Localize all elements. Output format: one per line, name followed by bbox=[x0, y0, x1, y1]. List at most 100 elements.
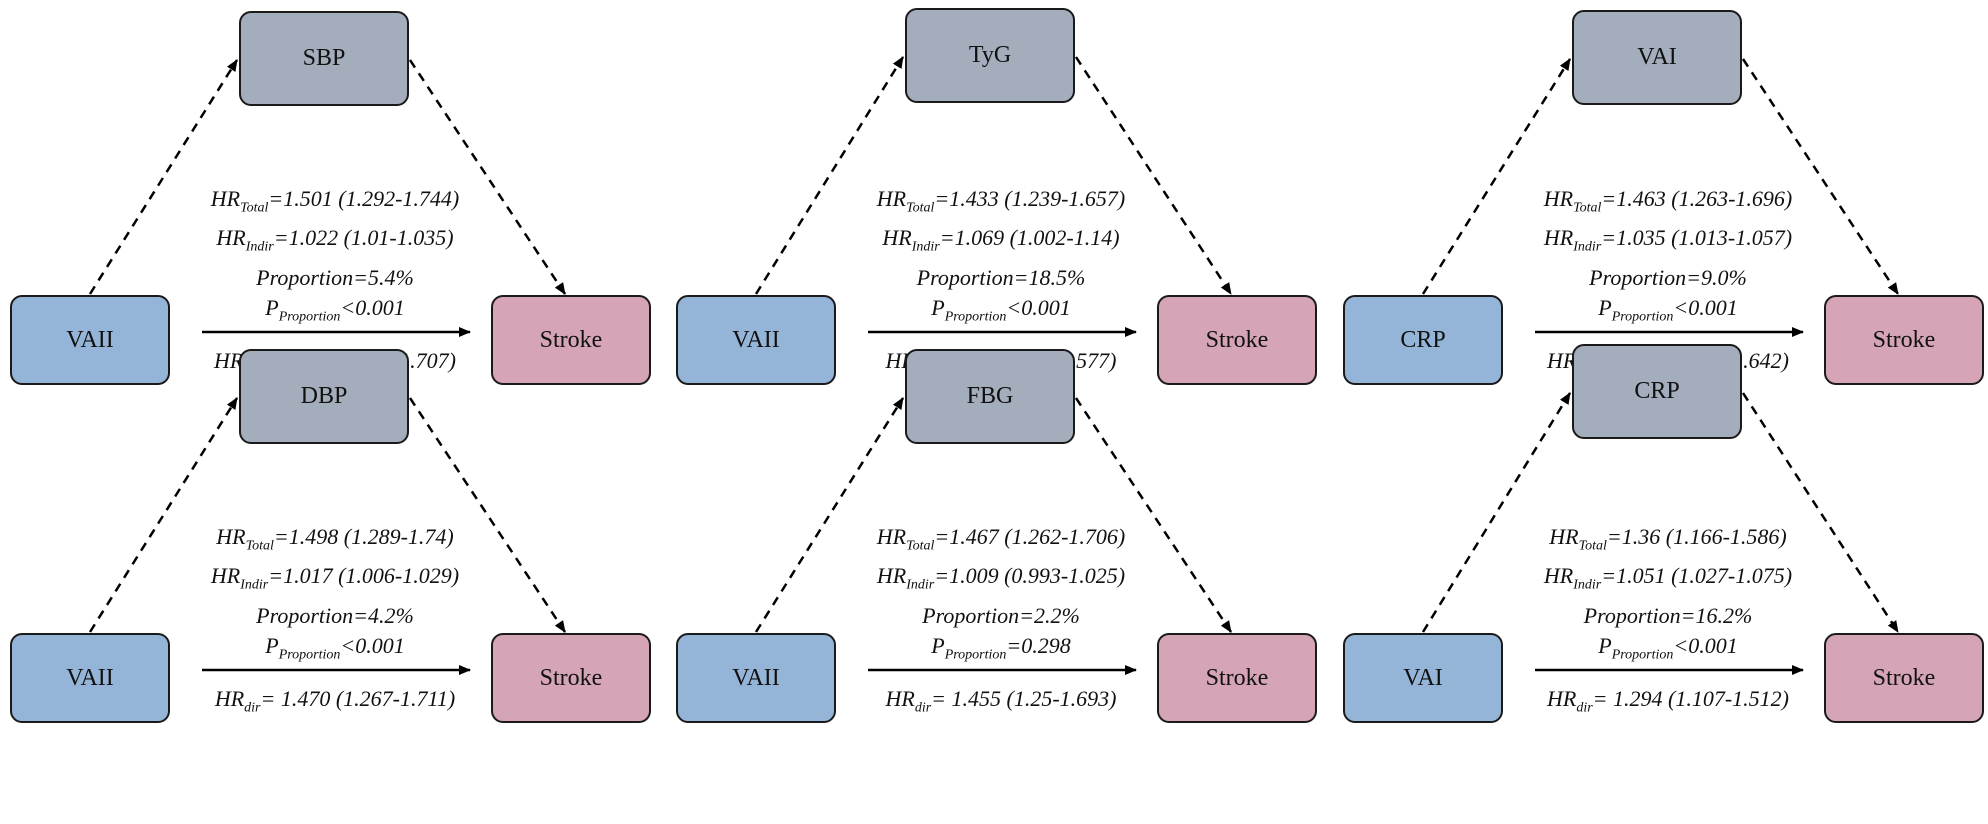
indirect-effect-symbol: HR bbox=[1543, 225, 1574, 251]
indirect-effect-value: =1.017 (1.006-1.029) bbox=[268, 563, 460, 589]
proportion-p-value-symbol: P bbox=[1598, 294, 1612, 320]
total-effect-symbol: HR bbox=[1543, 186, 1574, 211]
direct-effect: HRdir= 1.294 (1.107-1.512) bbox=[1503, 686, 1833, 716]
direct-effect-symbol: HR bbox=[214, 686, 245, 711]
proportion-p-value-value: <0.001 bbox=[1673, 294, 1738, 320]
proportion-p-value-value: <0.001 bbox=[1673, 632, 1738, 658]
proportion-mediated: Proportion=18.5% bbox=[916, 264, 1086, 290]
proportion-p-value: PProportion<0.001 bbox=[1503, 293, 1833, 332]
proportion-p-value-value: <0.001 bbox=[1006, 294, 1071, 320]
direct-effect-value: = 1.470 (1.267-1.711) bbox=[260, 686, 456, 711]
indirect-effect: HRIndir=1.022 (1.01-1.035) bbox=[170, 223, 500, 262]
total-effect-symbol: HR bbox=[1549, 524, 1579, 549]
mediator-box: CRP bbox=[1572, 344, 1742, 439]
direct-effect-subscript: dir bbox=[1576, 700, 1593, 716]
total-effect: HRTotal=1.467 (1.262-1.706) bbox=[836, 522, 1166, 561]
outcome-box: Stroke bbox=[1157, 633, 1317, 723]
direct-effect: HRdir= 1.455 (1.25-1.693) bbox=[836, 686, 1166, 716]
proportion-p-value-symbol: P bbox=[265, 632, 279, 658]
proportion-p-value-symbol: P bbox=[1598, 632, 1612, 658]
direct-effect-subscript: dir bbox=[914, 700, 932, 716]
indirect-effect-subscript: Indir bbox=[1573, 239, 1602, 255]
proportion-p-value: PProportion<0.001 bbox=[836, 293, 1166, 332]
indirect-effect-subscript: Indir bbox=[911, 239, 940, 255]
direct-effect-symbol: HR bbox=[885, 686, 915, 711]
indirect-effect-symbol: HR bbox=[216, 225, 246, 251]
direct-effect-symbol: HR bbox=[1547, 686, 1577, 711]
indirect-effect-subscript: Indir bbox=[245, 239, 274, 255]
indirect-effect-subscript: Indir bbox=[1573, 577, 1602, 593]
exposure-to-mediator-arrow bbox=[1421, 58, 1572, 295]
proportion-p-value-symbol: P bbox=[265, 294, 279, 320]
total-effect-subscript: Total bbox=[906, 200, 935, 216]
total-effect-subscript: Total bbox=[906, 538, 935, 554]
direct-effect-value: = 1.455 (1.25-1.693) bbox=[931, 686, 1117, 711]
total-effect-value: =1.498 (1.289-1.74) bbox=[273, 524, 454, 549]
exposure-box: VAII bbox=[676, 633, 836, 723]
indirect-effect-symbol: HR bbox=[210, 563, 241, 589]
proportion-p-value: PProportion=0.298 bbox=[836, 631, 1166, 670]
exposure-box: CRP bbox=[1343, 295, 1503, 385]
direct-effect-value: = 1.294 (1.107-1.512) bbox=[1592, 686, 1789, 711]
total-effect-subscript: Total bbox=[245, 538, 274, 554]
exposure-box-label: VAII bbox=[66, 326, 114, 353]
total-effect-subscript: Total bbox=[240, 200, 269, 216]
mediator-box-label: CRP bbox=[1634, 378, 1680, 404]
total-effect-value: =1.433 (1.239-1.657) bbox=[934, 186, 1126, 211]
total-effect: HRTotal=1.36 (1.166-1.586) bbox=[1503, 522, 1833, 561]
total-effect: HRTotal=1.501 (1.292-1.744) bbox=[170, 184, 500, 223]
indirect-effect-value: =1.035 (1.013-1.057) bbox=[1601, 225, 1793, 251]
exposure-box-label: VAII bbox=[732, 664, 780, 691]
total-effect: HRTotal=1.498 (1.289-1.74) bbox=[170, 522, 500, 561]
indirect-effect: HRIndir=1.009 (0.993-1.025) bbox=[836, 561, 1166, 600]
effect-statistics: HRTotal=1.463 (1.263-1.696)HRIndir=1.035… bbox=[1503, 184, 1833, 332]
exposure-to-mediator-arrow bbox=[754, 56, 905, 295]
indirect-effect: HRIndir=1.017 (1.006-1.029) bbox=[170, 561, 500, 600]
exposure-box-label: VAI bbox=[1403, 664, 1443, 691]
exposure-box-label: VAII bbox=[66, 664, 114, 691]
proportion-p-value: PProportion<0.001 bbox=[1503, 631, 1833, 670]
proportion-p-value-subscript: Proportion bbox=[944, 647, 1007, 663]
total-effect-subscript: Total bbox=[1578, 538, 1607, 554]
indirect-effect-symbol: HR bbox=[876, 563, 907, 589]
mediator-box-label: SBP bbox=[302, 45, 346, 71]
proportion-mediated: Proportion=2.2% bbox=[922, 602, 1080, 628]
indirect-effect-value: =1.009 (0.993-1.025) bbox=[934, 563, 1126, 589]
direct-effect-symbol: HR bbox=[214, 348, 244, 373]
proportion-p-value-symbol: P bbox=[931, 632, 945, 658]
indirect-effect: HRIndir=1.051 (1.027-1.075) bbox=[1503, 561, 1833, 600]
total-effect-symbol: HR bbox=[210, 186, 241, 211]
mediator-box-label: DBP bbox=[300, 383, 348, 409]
proportion-p-value-subscript: Proportion bbox=[1611, 647, 1674, 663]
indirect-effect-value: =1.051 (1.027-1.075) bbox=[1601, 563, 1793, 589]
effect-statistics: HRTotal=1.498 (1.289-1.74)HRIndir=1.017 … bbox=[170, 522, 500, 670]
total-effect: HRTotal=1.433 (1.239-1.657) bbox=[836, 184, 1166, 223]
outcome-box-label: Stroke bbox=[1205, 664, 1269, 691]
proportion-p-value-value: <0.001 bbox=[340, 632, 405, 658]
total-effect-symbol: HR bbox=[876, 186, 907, 211]
indirect-effect-subscript: Indir bbox=[906, 577, 935, 593]
indirect-effect-value: =1.069 (1.002-1.14) bbox=[939, 225, 1120, 251]
proportion-p-value-subscript: Proportion bbox=[278, 647, 341, 663]
exposure-to-mediator-arrow bbox=[88, 59, 239, 295]
outcome-box: Stroke bbox=[491, 633, 651, 723]
outcome-box-label: Stroke bbox=[539, 664, 603, 691]
direct-effect: HRdir= 1.470 (1.267-1.711) bbox=[170, 686, 500, 716]
proportion-mediated: Proportion=5.4% bbox=[256, 264, 414, 290]
mediator-box-label: FBG bbox=[966, 383, 1014, 409]
mediator-box: DBP bbox=[239, 349, 409, 444]
proportion-p-value-symbol: P bbox=[931, 294, 945, 320]
total-effect-subscript: Total bbox=[1573, 200, 1602, 216]
exposure-box: VAII bbox=[10, 295, 170, 385]
total-effect-value: =1.467 (1.262-1.706) bbox=[934, 524, 1126, 549]
mediator-box-label: TyG bbox=[968, 42, 1012, 68]
total-effect-symbol: HR bbox=[216, 524, 246, 549]
outcome-box: Stroke bbox=[491, 295, 651, 385]
indirect-effect-value: =1.022 (1.01-1.035) bbox=[273, 225, 454, 251]
proportion-p-value: PProportion<0.001 bbox=[170, 631, 500, 670]
mediator-box: VAI bbox=[1572, 10, 1742, 105]
exposure-box: VAII bbox=[676, 295, 836, 385]
effect-statistics: HRTotal=1.433 (1.239-1.657)HR Indir=1.069… bbox=[836, 184, 1166, 332]
